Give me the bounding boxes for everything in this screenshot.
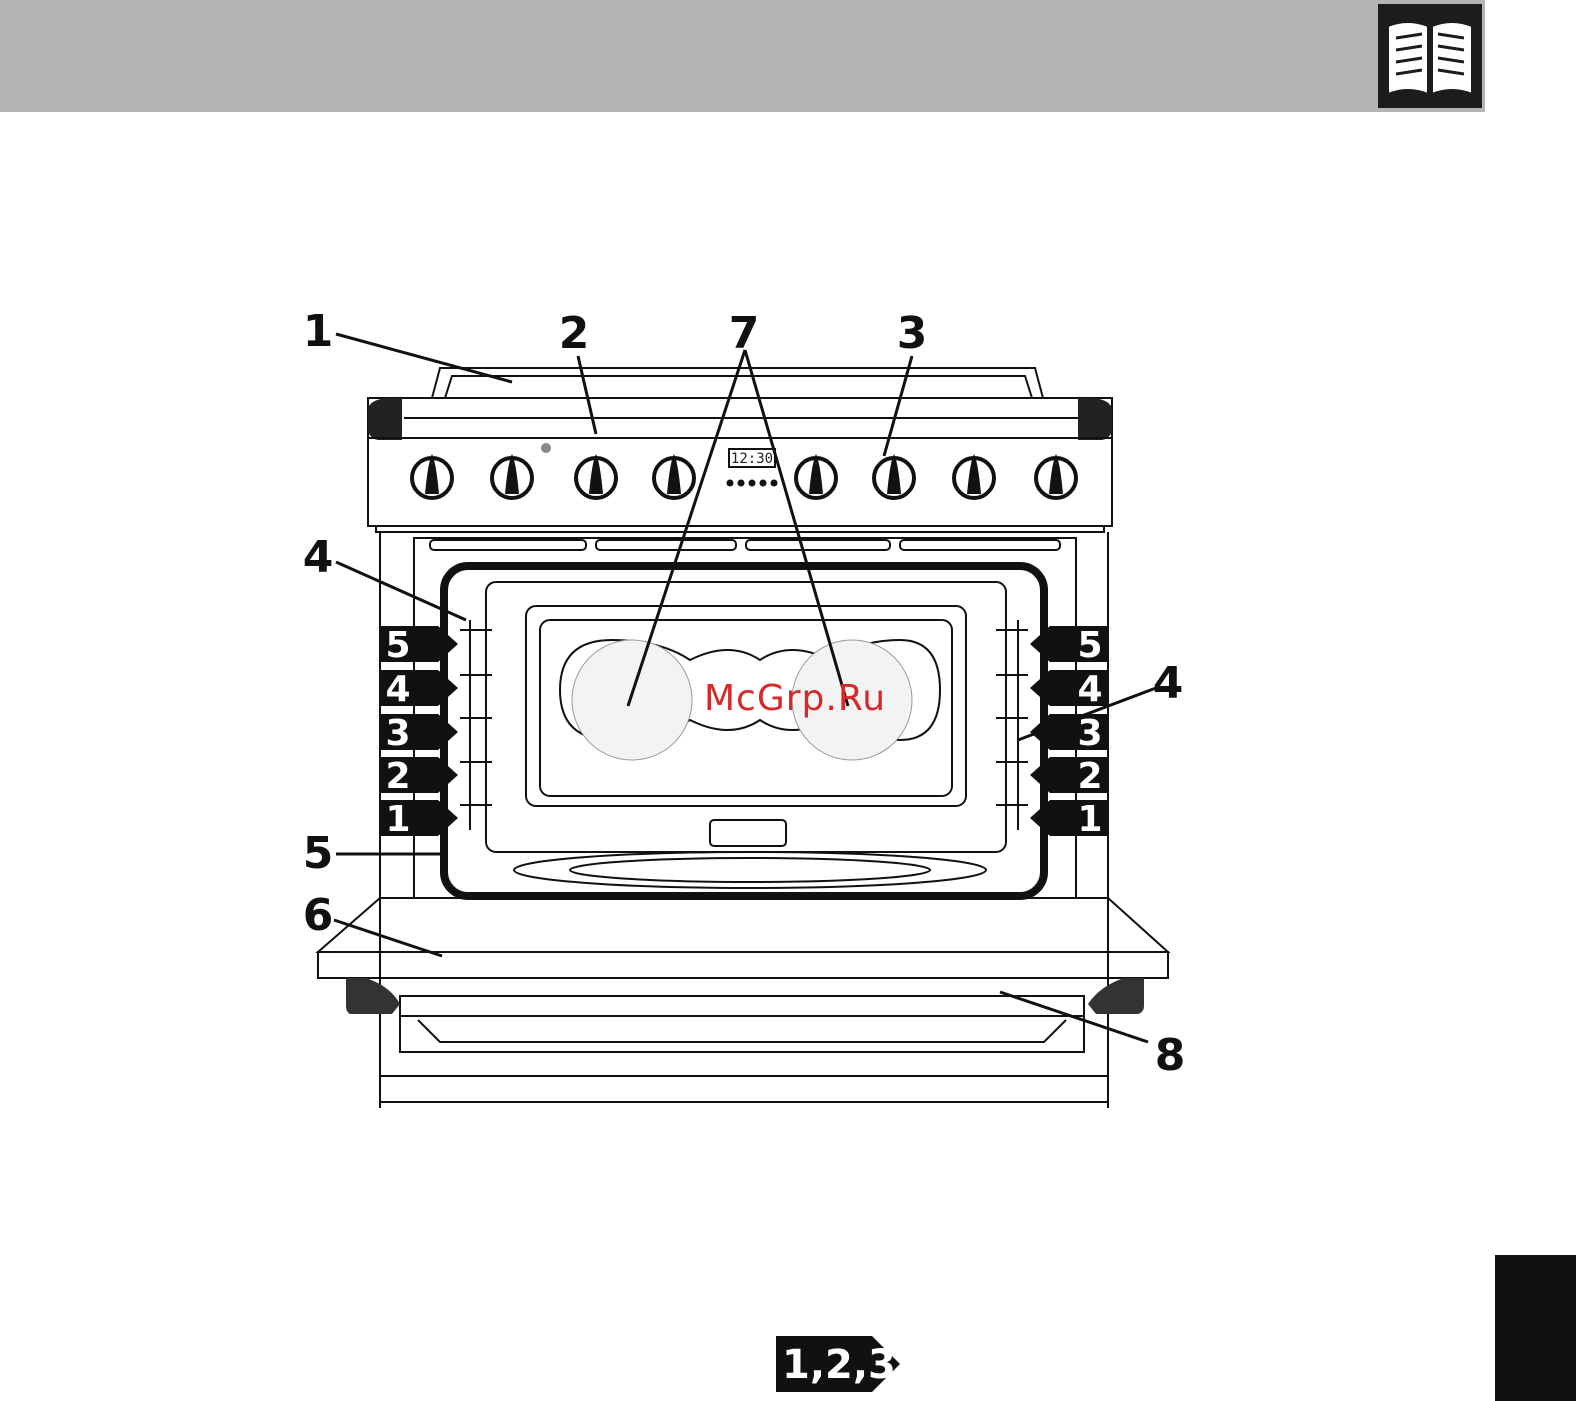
shelf-tag-left-label: 2 bbox=[385, 756, 410, 797]
knob-2 bbox=[492, 454, 532, 498]
knob-8 bbox=[1036, 454, 1076, 498]
indicator-lamp bbox=[541, 443, 551, 453]
callout-5: 5 bbox=[303, 828, 334, 879]
footer-sequence-badge: 1,2,3.. bbox=[776, 1336, 904, 1392]
watermark: McGrp.Ru bbox=[704, 678, 886, 719]
callout-3: 3 bbox=[897, 308, 928, 359]
footer-badge-text: 1,2,3.. bbox=[782, 1342, 904, 1388]
callout-1: 1 bbox=[303, 306, 334, 357]
clock-display: 12:30 bbox=[727, 449, 778, 487]
shelf-tag-right-label: 2 bbox=[1077, 756, 1102, 797]
callout-7: 7 bbox=[729, 308, 760, 359]
shelf-tag-right-label: 4 bbox=[1077, 669, 1102, 710]
knob-4 bbox=[654, 454, 694, 498]
shelf-tag-left-label: 4 bbox=[385, 669, 410, 710]
clock-text: 12:30 bbox=[731, 451, 773, 467]
knob-5 bbox=[796, 454, 836, 498]
oven-body bbox=[380, 532, 1108, 1108]
knob-6 bbox=[874, 454, 914, 498]
callout-2: 2 bbox=[559, 308, 590, 359]
shelf-tag-left-label: 5 bbox=[385, 625, 410, 666]
oven-door bbox=[318, 898, 1168, 1102]
callout-4-right: 4 bbox=[1153, 658, 1184, 709]
shelf-tag-right-label: 3 bbox=[1077, 713, 1102, 754]
knob-1 bbox=[412, 454, 452, 498]
callout-8: 8 bbox=[1155, 1030, 1186, 1081]
top-vents bbox=[430, 540, 1060, 550]
shelf-tag-right-label: 5 bbox=[1077, 625, 1102, 666]
hob-top bbox=[368, 368, 1112, 438]
callout-6: 6 bbox=[303, 890, 334, 941]
shelf-tag-right-label: 1 bbox=[1077, 799, 1102, 840]
page-side-tab bbox=[1495, 1255, 1576, 1401]
knob-3 bbox=[576, 454, 616, 498]
shelf-tag-left-label: 1 bbox=[385, 799, 410, 840]
knob-7 bbox=[954, 454, 994, 498]
shelf-tag-left-label: 3 bbox=[385, 713, 410, 754]
callout-4-left: 4 bbox=[303, 532, 334, 583]
